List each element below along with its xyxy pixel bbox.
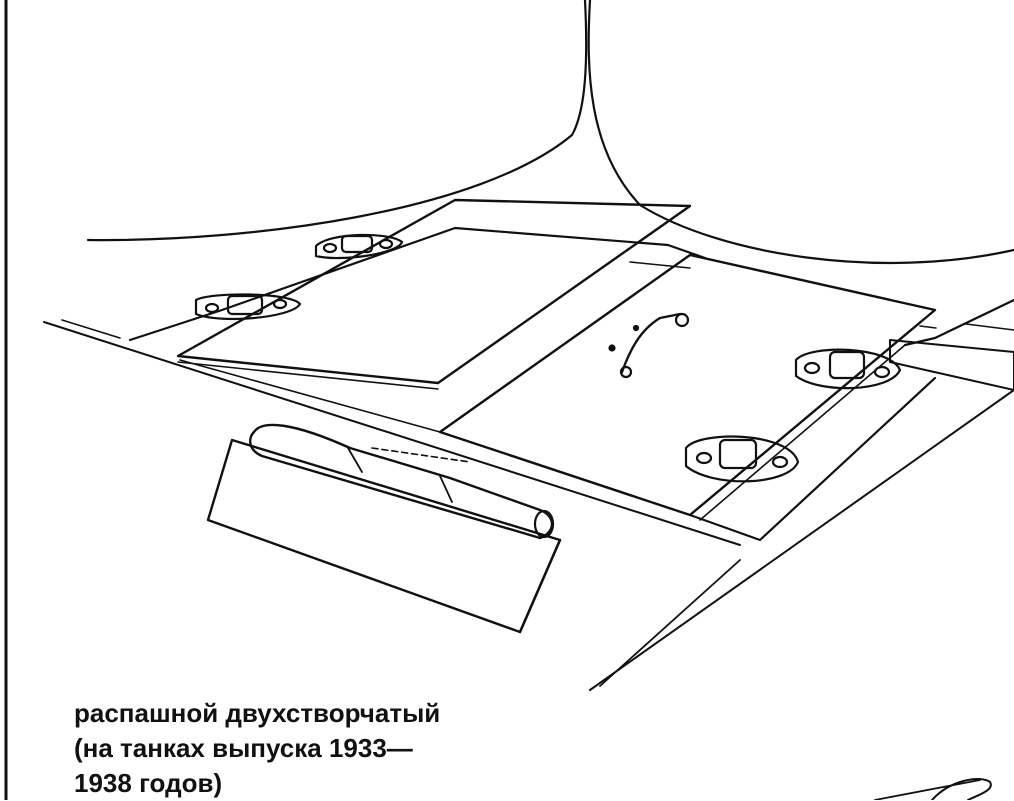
hinge-icon-right-lower — [684, 435, 800, 483]
hinge-icon-right-upper — [794, 348, 902, 390]
hook-detail-icon — [931, 778, 992, 800]
hinge-icon-left-lower — [194, 293, 302, 321]
turret-outline — [86, 0, 1014, 265]
caption-line-2: (на танках выпуска 1933— — [74, 733, 413, 763]
side-strap — [889, 323, 1014, 391]
right-hatch-door — [438, 253, 937, 517]
caption-line-3: 1938 годов) — [74, 768, 223, 798]
caption-line-1: распашной двухстворчатый — [74, 698, 441, 728]
caption-text: распашной двухстворчатый (на танках выпу… — [74, 696, 440, 801]
hatch-handle-icon — [608, 312, 690, 379]
front-hatch — [206, 423, 562, 634]
hinge-icon-left-upper — [314, 233, 404, 260]
